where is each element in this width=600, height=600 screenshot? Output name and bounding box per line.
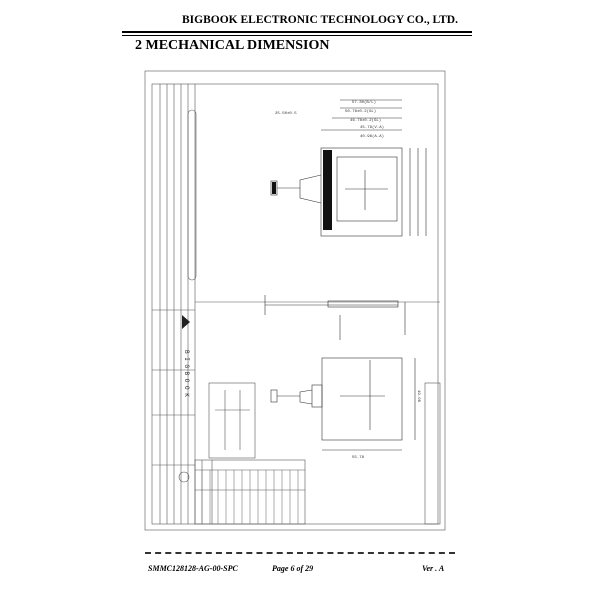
dim-overall-width: 57.30(B/L) [352, 100, 376, 105]
dim-active-area: 40.96(A.A) [360, 134, 384, 139]
company-header: BIGBOOK ELECTRONIC TECHNOLOGY CO., LTD. [182, 14, 458, 26]
lcd-black-bar [323, 150, 332, 230]
footer-page-number: Page 6 of 29 [272, 564, 314, 573]
revision-box [424, 382, 441, 525]
projection-symbol [178, 471, 190, 483]
dim-bottom-height: 49.08 [416, 390, 420, 403]
dim-glass-width: 50.78±0.2(GL) [345, 109, 376, 114]
dim-overall-height: 55.78 [352, 456, 365, 460]
dim-polarizer-width: 46.78±0.2(GL) [350, 118, 381, 123]
lcd-side-view [264, 295, 406, 340]
footer-rule [145, 552, 455, 554]
note-capsule [187, 109, 197, 281]
header-rule [122, 31, 472, 33]
bottom-table-grid [201, 470, 299, 524]
fpc-connector [272, 182, 276, 194]
drawing-frame [144, 70, 446, 531]
header-rule-thin [122, 35, 472, 36]
dim-fpc-length: 25.50±0.5 [275, 112, 297, 116]
section-title: 2 MECHANICAL DIMENSION [135, 38, 330, 53]
lcd-bottom-view [270, 357, 416, 451]
pin-detail-box [208, 382, 256, 459]
dim-viewing-area: 45.79(V.A) [360, 125, 384, 130]
mechanical-drawing: B I G B O O K 57.30(B/L) 50.78±0.2(GL) 4… [144, 70, 446, 531]
footer-doc-id: SMMC128128-AG-00-SPC [148, 564, 238, 573]
bigbook-logo-triangle [182, 315, 190, 329]
title-block [152, 84, 440, 525]
lcd-top-view [270, 99, 427, 237]
footer-version: Ver . A [422, 564, 445, 573]
logo-text: B I G B O O K [183, 350, 190, 397]
